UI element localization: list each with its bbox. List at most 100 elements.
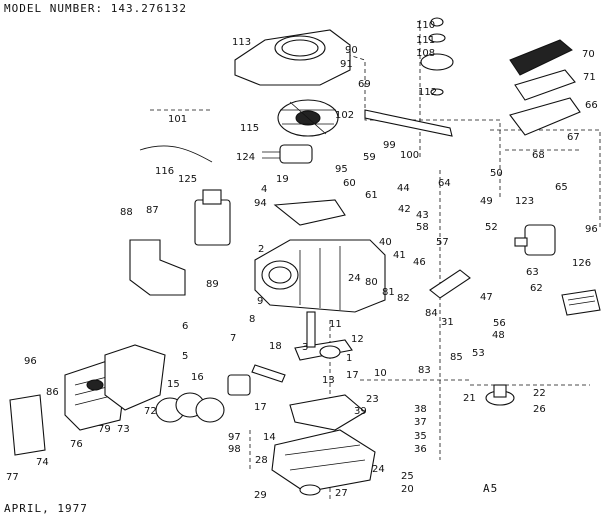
fuel-tank (509, 39, 581, 136)
part-label: 24 (372, 464, 385, 475)
cylinder-baffle (9, 394, 46, 456)
part-label: 7 (230, 333, 236, 344)
spark-plug-wire (139, 145, 213, 163)
part-label: 91 (340, 59, 353, 70)
model-number-header: MODEL NUMBER: 143.276132 (4, 2, 187, 15)
breather-assembly (485, 384, 515, 406)
revision-date: APRIL, 1977 (4, 502, 88, 515)
flywheel (277, 99, 339, 137)
part-label: 52 (485, 222, 498, 233)
part-label: 16 (191, 372, 204, 383)
part-number-labels: 110 111 108 70 113 90 91 69 71 66 112 10… (6, 20, 598, 501)
engine-base (271, 429, 376, 496)
part-label: 27 (335, 488, 348, 499)
part-label: 94 (254, 198, 267, 209)
part-label: 111 (416, 35, 435, 46)
part-label: 29 (254, 490, 267, 501)
part-label: 17 (346, 370, 359, 381)
mounting-bracket (129, 239, 186, 296)
part-label: 50 (490, 168, 503, 179)
part-label: 124 (236, 152, 255, 163)
part-label: 115 (240, 123, 259, 134)
intake-pipe (429, 269, 471, 299)
part-label: 74 (36, 457, 49, 468)
part-label: 53 (472, 348, 485, 359)
part-label: 98 (228, 444, 241, 455)
part-label: 101 (168, 114, 187, 125)
part-label: 77 (6, 472, 19, 483)
part-label: 15 (167, 379, 180, 390)
part-label: 83 (418, 365, 431, 376)
part-label: 19 (276, 174, 289, 185)
part-label: 90 (345, 45, 358, 56)
part-label: 31 (441, 317, 454, 328)
part-label: 48 (492, 330, 505, 341)
part-label: 95 (335, 164, 348, 175)
part-label: 24 (348, 273, 361, 284)
ignition-module (262, 144, 313, 164)
part-label: 56 (493, 318, 506, 329)
part-label: 112 (418, 87, 437, 98)
model-label: MODEL NUMBER: (4, 2, 104, 15)
part-label: 2 (258, 244, 264, 255)
part-label: 35 (414, 431, 427, 442)
part-label: 96 (24, 356, 37, 367)
part-label: 22 (533, 388, 546, 399)
part-label: 73 (117, 424, 130, 435)
part-label: 5 (182, 351, 188, 362)
part-label: 113 (232, 37, 251, 48)
blower-housing (234, 29, 351, 86)
part-label: 10 (374, 368, 387, 379)
part-label: 125 (178, 174, 197, 185)
part-label: 72 (144, 406, 157, 417)
part-label: 97 (228, 432, 241, 443)
part-label: 88 (120, 207, 133, 218)
part-label: 96 (585, 224, 598, 235)
part-label: 42 (398, 204, 411, 215)
part-label: 123 (515, 196, 534, 207)
part-label: 82 (397, 293, 410, 304)
part-label: 65 (555, 182, 568, 193)
part-label: 46 (413, 257, 426, 268)
part-label: 66 (585, 100, 598, 111)
part-label: 81 (382, 287, 395, 298)
part-label: 69 (358, 79, 371, 90)
part-label: 4 (261, 184, 267, 195)
part-label: 49 (480, 196, 493, 207)
part-label: 59 (363, 152, 376, 163)
part-label: 126 (572, 258, 591, 269)
part-label: 110 (416, 20, 435, 31)
head-gasket (104, 344, 166, 411)
part-label: 8 (249, 314, 255, 325)
part-label: 17 (254, 402, 267, 413)
part-label: 68 (532, 150, 545, 161)
part-label: 12 (351, 334, 364, 345)
part-label: 43 (416, 210, 429, 221)
part-label: 44 (397, 183, 410, 194)
part-label: 76 (70, 439, 83, 450)
model-number: 143.276132 (110, 2, 187, 15)
part-label: 14 (263, 432, 276, 443)
cylinder-block (254, 239, 386, 313)
part-label: 1 (346, 353, 352, 364)
part-label: 85 (450, 352, 463, 363)
oil-fill-cap (420, 17, 454, 96)
part-label: 80 (365, 277, 378, 288)
part-label: 25 (401, 471, 414, 482)
part-label: 108 (416, 48, 435, 59)
part-label: 21 (463, 393, 476, 404)
crankshaft (294, 311, 353, 361)
part-label: 20 (401, 484, 414, 495)
part-label: 28 (255, 455, 268, 466)
part-label: 87 (146, 205, 159, 216)
part-label: 23 (366, 394, 379, 405)
carburetor-assembly (514, 224, 556, 256)
part-label: 70 (582, 49, 595, 60)
part-label: 57 (436, 237, 449, 248)
part-label: 99 (383, 140, 396, 151)
part-label: 39 (354, 406, 367, 417)
part-label: 47 (480, 292, 493, 303)
part-label: 79 (98, 424, 111, 435)
piston-rings (155, 392, 225, 423)
gasket-kit (561, 289, 601, 316)
